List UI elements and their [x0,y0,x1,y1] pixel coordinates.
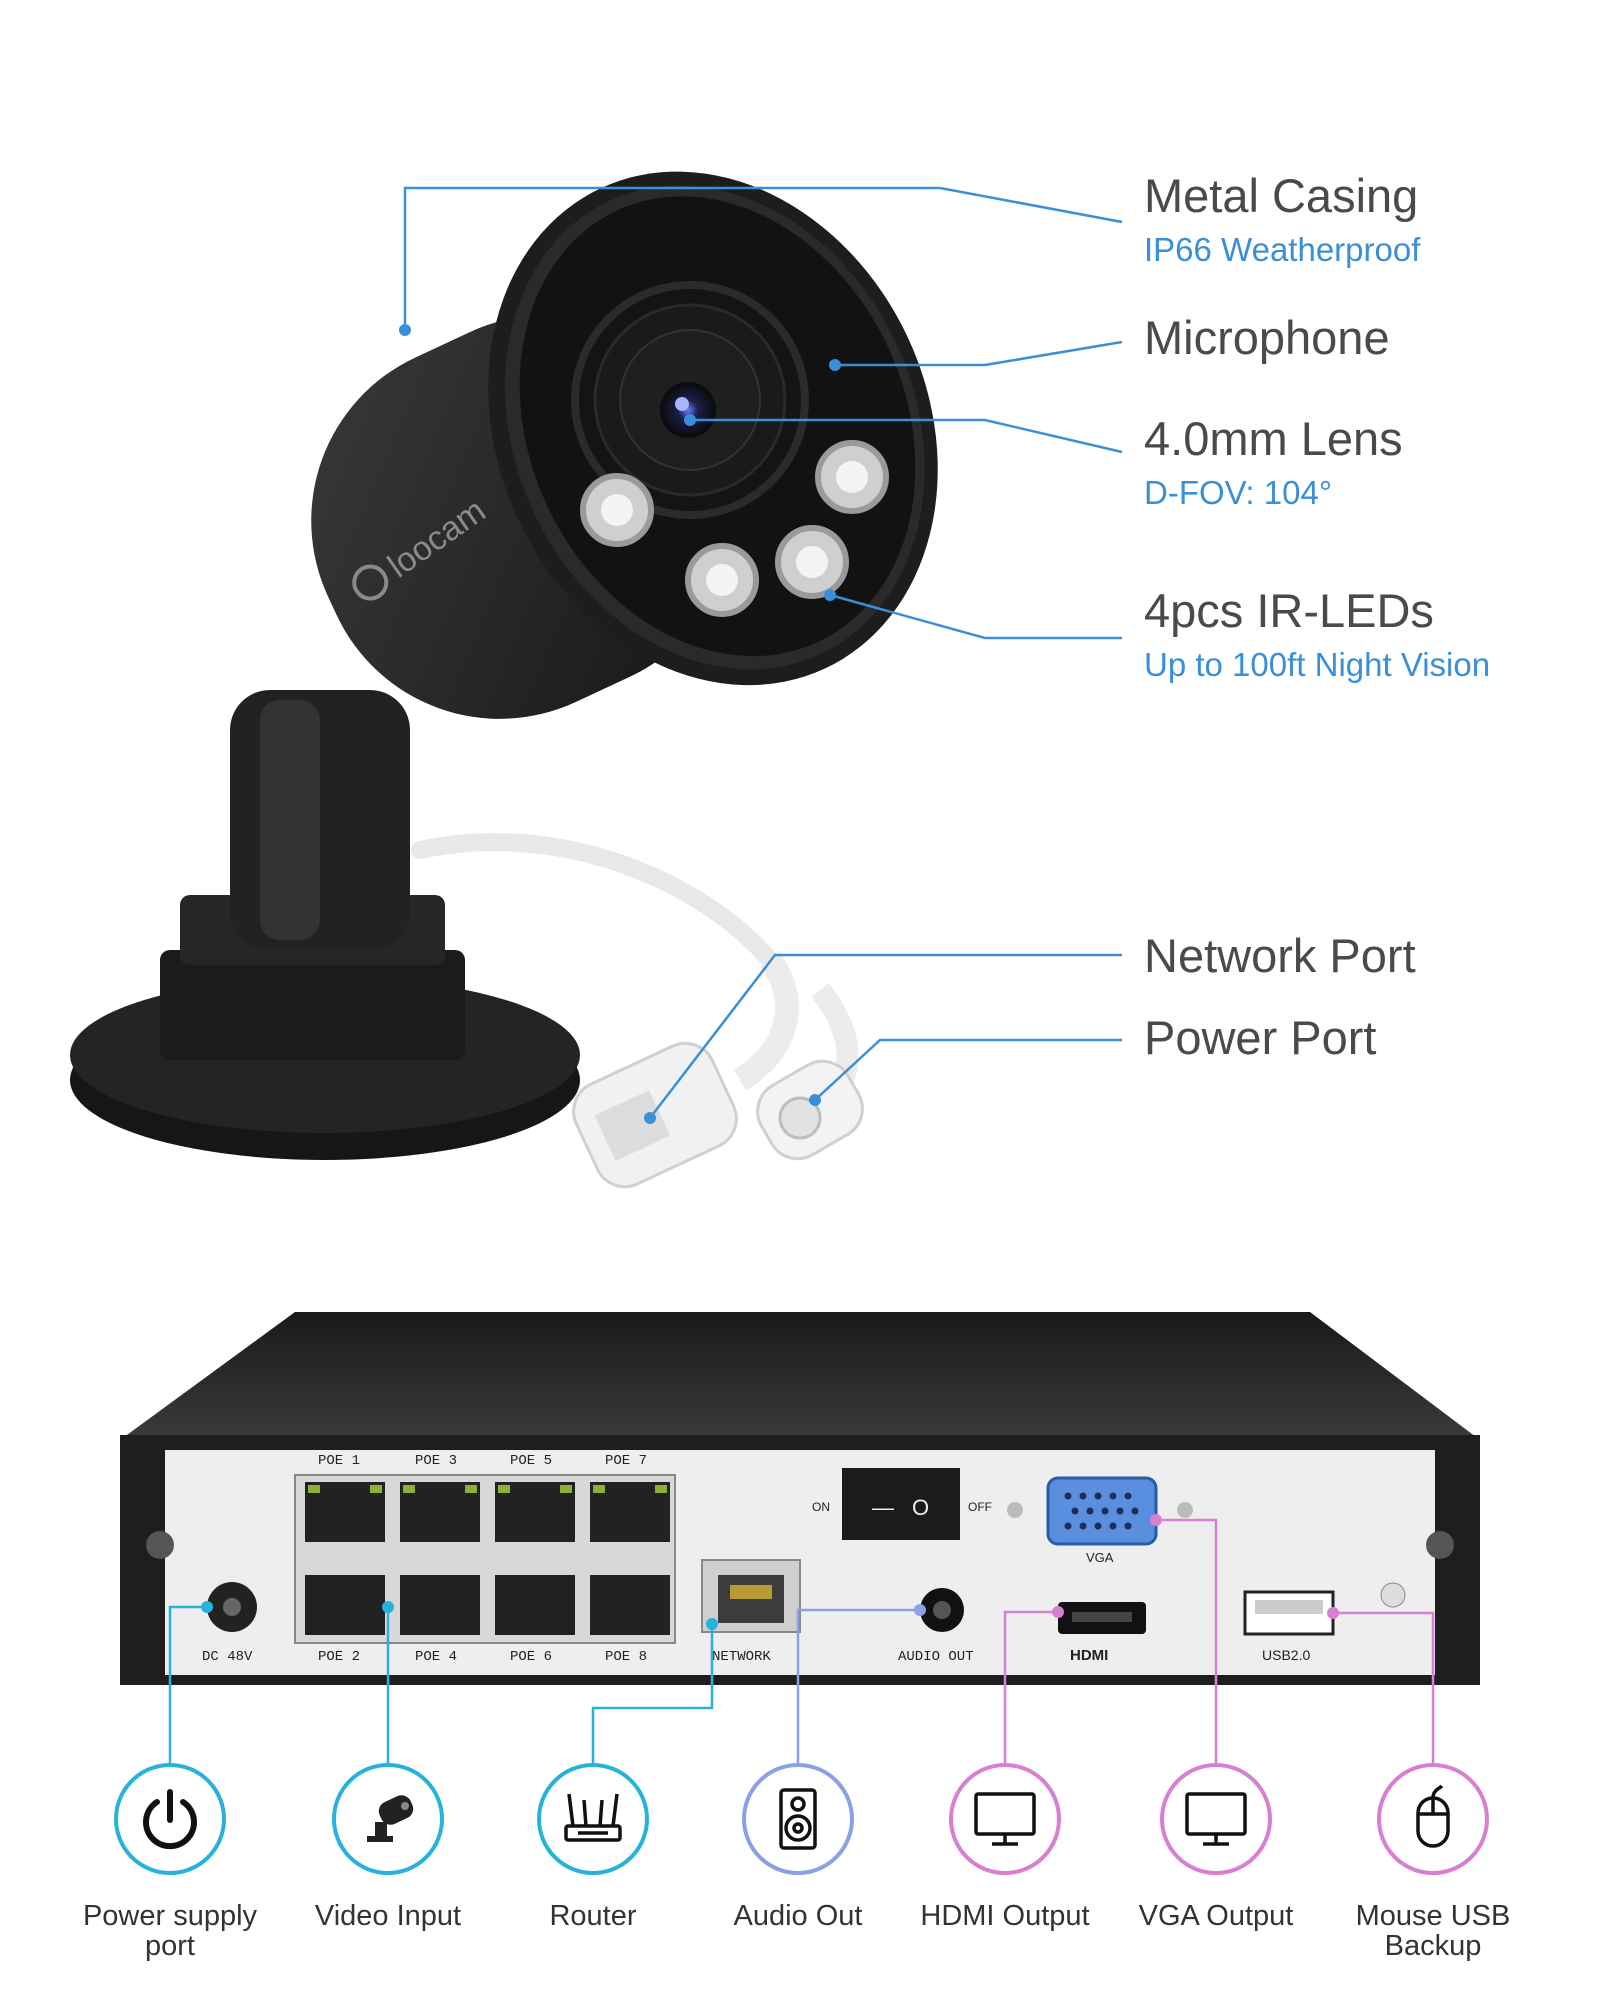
switch-on-label: ON [812,1500,830,1514]
feature-title: 4pcs IR-LEDs [1144,584,1434,637]
hdmi-label: HDMI [1070,1647,1108,1664]
connection-label: Power supply port [82,1900,258,1963]
connection-video-input: Video Input [278,1763,498,1931]
connection-label: VGA Output [1138,1900,1294,1932]
feature-subtitle: Up to 100ft Night Vision [1144,645,1491,683]
switch-on-mark: — [872,1495,894,1520]
lens-icon [660,382,716,438]
poe-label: POE 2 [318,1649,360,1665]
feature-metal-casing: Metal Casing IP66 Weatherproof [1144,170,1420,269]
power-icon [114,1763,226,1875]
connection-audio-out: Audio Out [688,1763,908,1931]
nvr-callout-lines [168,1518,1435,1763]
camera-illustration: loocam [70,171,938,1189]
network-label: NETWORK [712,1649,771,1665]
speaker-icon [742,1763,854,1875]
feature-title: Network Port [1144,929,1416,982]
connection-label: Mouse USB Backup [1355,1900,1511,1963]
poe-label: POE 6 [510,1649,552,1665]
feature-ir-leds: 4pcs IR-LEDs Up to 100ft Night Vision [1144,585,1490,684]
feature-title: 4.0mm Lens [1144,412,1403,465]
connection-label: Audio Out [733,1900,863,1932]
poe-label: POE 4 [415,1649,457,1665]
poe-label: POE 5 [510,1453,552,1469]
poe-port [305,1575,385,1635]
camera-callout-lines [403,186,1123,1119]
connection-label: Router [549,1900,637,1932]
monitor-icon [1160,1763,1272,1875]
feature-title: Microphone [1144,311,1390,364]
connection-label: HDMI Output [920,1900,1090,1932]
switch-off-label: OFF [968,1500,992,1514]
nvr-device: POE 1 POE 3 POE 5 POE 7 POE 2 POE 4 POE … [120,1312,1480,1685]
poe-label: POE 3 [415,1453,457,1469]
poe-port [495,1575,575,1635]
feature-title: Power Port [1144,1011,1377,1064]
feature-power-port: Power Port [1144,1012,1376,1064]
poe-label: POE 7 [605,1453,647,1469]
camera-icon [332,1763,444,1875]
poe-label: POE 1 [318,1453,360,1469]
poe-port [400,1575,480,1635]
feature-title: Metal Casing [1144,169,1419,222]
poe-label: POE 8 [605,1649,647,1665]
mouse-icon [1377,1763,1489,1875]
connection-vga-output: VGA Output [1106,1763,1326,1931]
power-switch [842,1468,960,1540]
feature-microphone: Microphone [1144,312,1390,364]
vga-label: VGA [1086,1550,1114,1565]
feature-subtitle: IP66 Weatherproof [1144,230,1421,268]
feature-network-port: Network Port [1144,930,1416,982]
ir-led-group [580,440,889,617]
dc-label: DC 48V [202,1649,253,1665]
connection-label: Video Input [314,1900,462,1932]
router-icon [537,1763,649,1875]
switch-off-mark: O [912,1495,929,1520]
feature-lens: 4.0mm Lens D-FOV: 104° [1144,413,1403,512]
connection-router: Router [483,1763,703,1931]
usb-label: USB2.0 [1262,1647,1310,1663]
connection-power-supply: Power supply port [60,1763,280,1962]
audio-out-label: AUDIO OUT [898,1649,974,1665]
power-port-plug [756,1059,864,1161]
poe-port [590,1575,670,1635]
ground-screw [1380,1582,1406,1608]
feature-subtitle: D-FOV: 104° [1144,473,1333,511]
monitor-icon [949,1763,1061,1875]
connection-hdmi-output: HDMI Output [895,1763,1115,1931]
connection-mouse-usb: Mouse USB Backup [1323,1763,1543,1962]
